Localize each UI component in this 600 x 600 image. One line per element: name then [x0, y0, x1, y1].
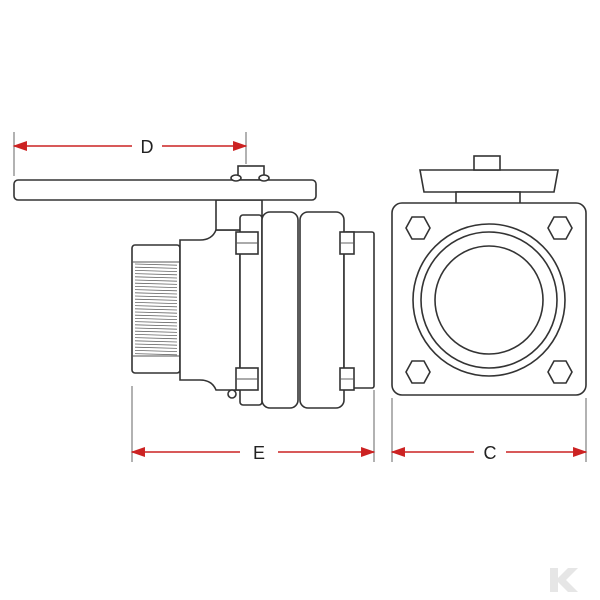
- thread-line: [134, 311, 178, 314]
- thread-line: [134, 337, 178, 340]
- bolt-bottom-left: [235, 367, 259, 391]
- thread-line: [134, 289, 178, 292]
- end-cap: [343, 231, 375, 389]
- thread-line: [134, 270, 178, 272]
- k-logo-icon: [550, 568, 578, 592]
- thread-line: [134, 353, 178, 356]
- thread-line: [134, 276, 178, 279]
- thread-line: [134, 327, 178, 330]
- thread-line: [134, 314, 178, 317]
- thread-line: [134, 343, 178, 346]
- thread-line: [134, 298, 178, 301]
- valve-front-view: [391, 155, 587, 396]
- bolt-top-left: [235, 231, 259, 255]
- thread-line: [134, 266, 178, 269]
- thread-line: [134, 305, 178, 308]
- small-hole: [227, 389, 237, 399]
- front-handle: [419, 169, 559, 193]
- thread-line: [134, 321, 178, 324]
- handle-rivet-left: [230, 174, 242, 182]
- handle-rivet-right: [258, 174, 270, 182]
- thread-line: [134, 263, 178, 266]
- thread-line: [134, 330, 178, 333]
- thread-line: [134, 273, 178, 276]
- handle-lever: [13, 179, 317, 201]
- dimension-c-label: C: [484, 443, 497, 463]
- hex-bolt-br: [547, 360, 573, 384]
- hex-bolt-tl: [405, 216, 431, 240]
- thread-line: [134, 318, 178, 320]
- thread-line: [134, 334, 178, 336]
- thread-line: [134, 308, 178, 311]
- bolt-top-right: [339, 231, 355, 255]
- hex-bolt-tr: [547, 216, 573, 240]
- hex-bolt-bl: [405, 360, 431, 384]
- dimension-e-label: E: [253, 443, 265, 463]
- dimension-c: C: [390, 398, 588, 463]
- front-stem-nut: [473, 155, 501, 171]
- thread-line: [134, 350, 178, 352]
- threaded-end: [131, 244, 181, 374]
- valve-side-view: [13, 165, 375, 409]
- dimension-d-label: D: [141, 137, 154, 157]
- thread-lines: [134, 263, 178, 356]
- thread-line: [134, 282, 178, 285]
- thread-line: [134, 286, 178, 288]
- thread-line: [134, 340, 178, 343]
- thread-line: [134, 295, 178, 298]
- flange-right: [299, 211, 345, 409]
- dimension-d: D: [12, 132, 248, 176]
- thread-line: [134, 302, 178, 304]
- thread-line: [134, 279, 178, 282]
- thread-line: [134, 292, 178, 295]
- bolt-bottom-right: [339, 367, 355, 391]
- thread-line: [134, 346, 178, 349]
- thread-line: [134, 324, 178, 327]
- bore-inner-ring: [434, 245, 544, 355]
- flange-mid: [261, 211, 299, 409]
- dimension-e: E: [130, 386, 376, 463]
- body-collar: [179, 229, 241, 391]
